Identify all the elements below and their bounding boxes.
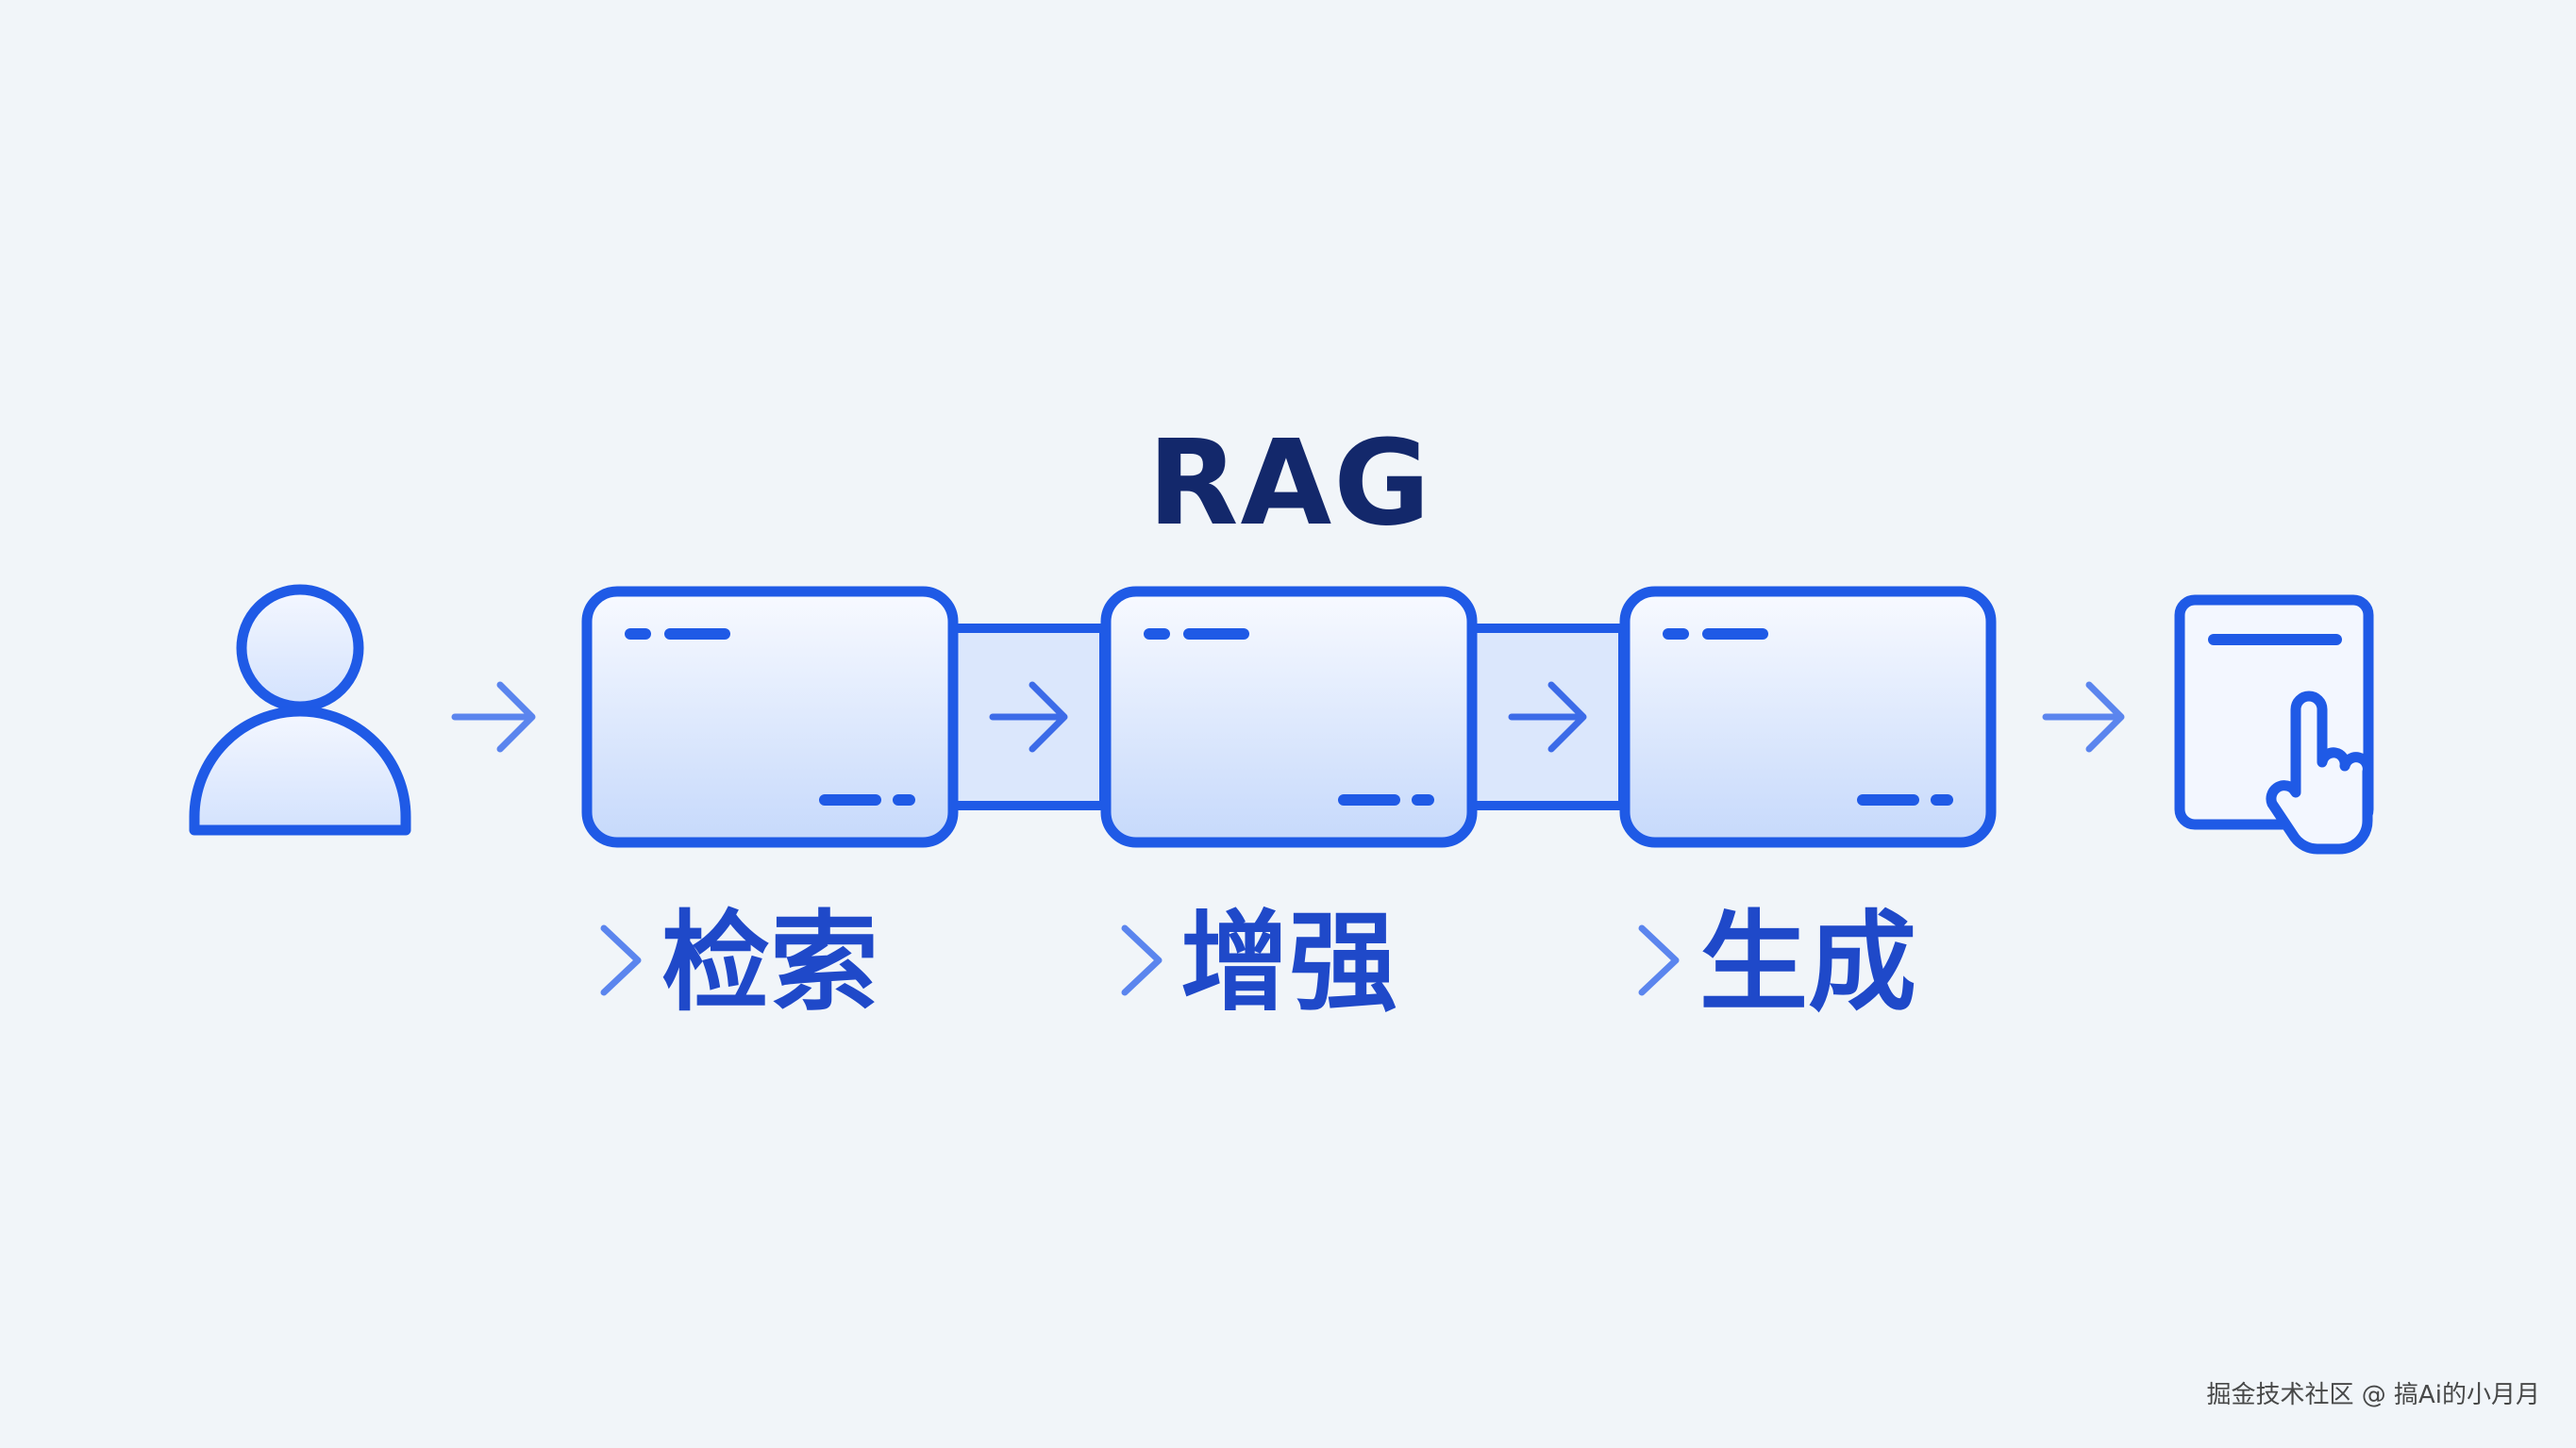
- arrow-right-icon: [1508, 681, 1587, 753]
- diagram-title: RAG: [1147, 415, 1432, 552]
- flow-arrow: [904, 924, 1163, 996]
- tablet-tap-icon: [2174, 594, 2374, 855]
- flow-arrow: [1419, 924, 1680, 996]
- stage-box-retrieve: [581, 586, 959, 848]
- box-connector: [948, 624, 1628, 810]
- watermark: 掘金技术社区 @ 搞Ai的小月月: [2206, 1381, 2540, 1409]
- stage-label-retrieve: 检索: [661, 900, 878, 1026]
- flow-arrow: [485, 924, 642, 996]
- arrow-right-icon: [2042, 681, 2125, 753]
- arrow-right-icon: [451, 681, 536, 753]
- stage-label-augment: 增强: [1180, 900, 1397, 1026]
- stage-box-generate: [1619, 586, 1997, 848]
- stage-box-augment: [1100, 586, 1478, 848]
- stage-label-generate: 生成: [1699, 900, 1916, 1026]
- user-icon: [189, 584, 411, 836]
- arrow-right-icon: [989, 681, 1068, 753]
